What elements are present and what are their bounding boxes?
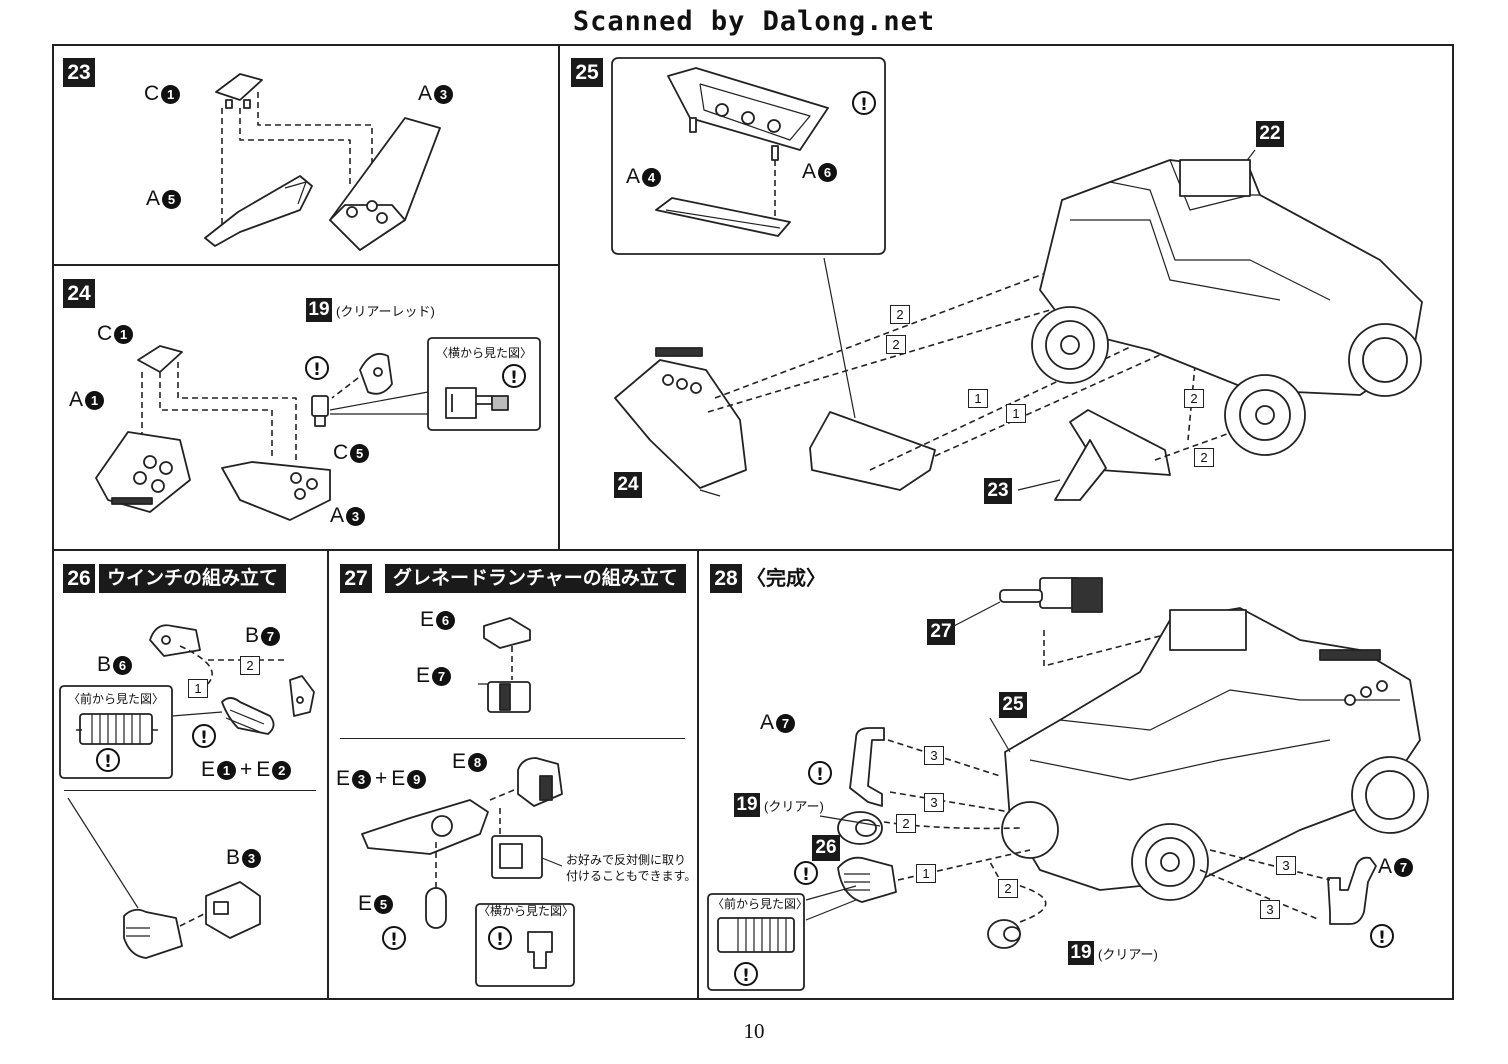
step-number: 25	[571, 58, 603, 87]
sequence-marker: 1	[1006, 404, 1026, 423]
divider	[697, 549, 699, 1000]
page-number: 10	[743, 1019, 765, 1043]
step-title: グレネードランチャーの組み立て	[385, 564, 686, 593]
step23-parts	[204, 73, 441, 251]
scanned-by-watermark: Scanned by Dalong.net	[572, 6, 936, 37]
warning-icon: !	[305, 356, 329, 380]
step-number: 24	[63, 279, 95, 308]
sequence-marker: 1	[916, 864, 936, 883]
assembly-tag: 26	[812, 835, 840, 861]
warning-icon: !	[794, 861, 818, 885]
step28-parts	[707, 577, 1429, 991]
instruction-frame	[52, 44, 1454, 1000]
warning-icon: !	[488, 926, 512, 950]
sequence-marker: 2	[886, 335, 906, 354]
inset-title: 〈前から見た図〉	[67, 692, 164, 706]
warning-icon: !	[382, 926, 406, 950]
warning-icon: !	[734, 962, 758, 986]
warning-icon: !	[1370, 924, 1394, 948]
sequence-marker: 2	[1194, 448, 1214, 467]
warning-icon: !	[192, 724, 216, 748]
warning-icon: !	[808, 761, 832, 785]
assembly-tag: 25	[999, 692, 1027, 718]
inset-title: 〈横から見た図〉	[435, 346, 532, 360]
divider	[52, 264, 558, 266]
sequence-marker: 1	[968, 389, 988, 408]
warning-icon: !	[852, 91, 876, 115]
sequence-marker: 2	[1184, 389, 1204, 408]
step24-parts	[95, 337, 541, 521]
assembly-tag: 23	[984, 478, 1012, 504]
runner-label: 19(クリアー)	[1068, 941, 1158, 965]
assembly-tag: 22	[1256, 121, 1284, 147]
warning-icon: !	[502, 364, 526, 388]
sequence-marker: 3	[924, 746, 944, 765]
sequence-marker: 3	[1276, 856, 1296, 875]
runner-label: 19(クリアー)	[734, 793, 824, 817]
sequence-marker: 2	[240, 656, 260, 675]
assembly-tag: 24	[614, 472, 642, 498]
sequence-marker: 1	[188, 679, 208, 698]
divider	[64, 790, 316, 791]
step-title: 〈完成〉	[746, 566, 826, 590]
inset-title: 〈前から見た図〉	[712, 897, 809, 911]
divider	[558, 44, 560, 550]
step27-parts	[361, 617, 575, 987]
sequence-marker: 3	[1260, 900, 1280, 919]
assembly-tag: 27	[927, 619, 955, 645]
step26-parts	[59, 624, 315, 959]
option-caption: お好みで反対側に取り付けることもできます。	[566, 853, 697, 883]
runner-label: 19(クリアーレッド)	[306, 298, 435, 322]
sequence-marker: 2	[890, 305, 910, 324]
divider	[340, 738, 685, 739]
warning-icon: !	[96, 748, 120, 772]
step-number: 28	[710, 564, 742, 593]
sequence-marker: 2	[998, 879, 1018, 898]
divider	[52, 549, 1454, 551]
sequence-marker: 2	[896, 814, 916, 833]
step-number: 27	[340, 564, 372, 593]
step-number: 23	[63, 58, 95, 87]
sequence-marker: 3	[924, 793, 944, 812]
step-title: ウインチの組み立て	[99, 564, 287, 593]
step25-parts	[611, 57, 1423, 501]
inset-title: 〈横から見た図〉	[478, 904, 575, 918]
step-number: 26	[63, 564, 95, 593]
divider	[327, 549, 329, 1000]
